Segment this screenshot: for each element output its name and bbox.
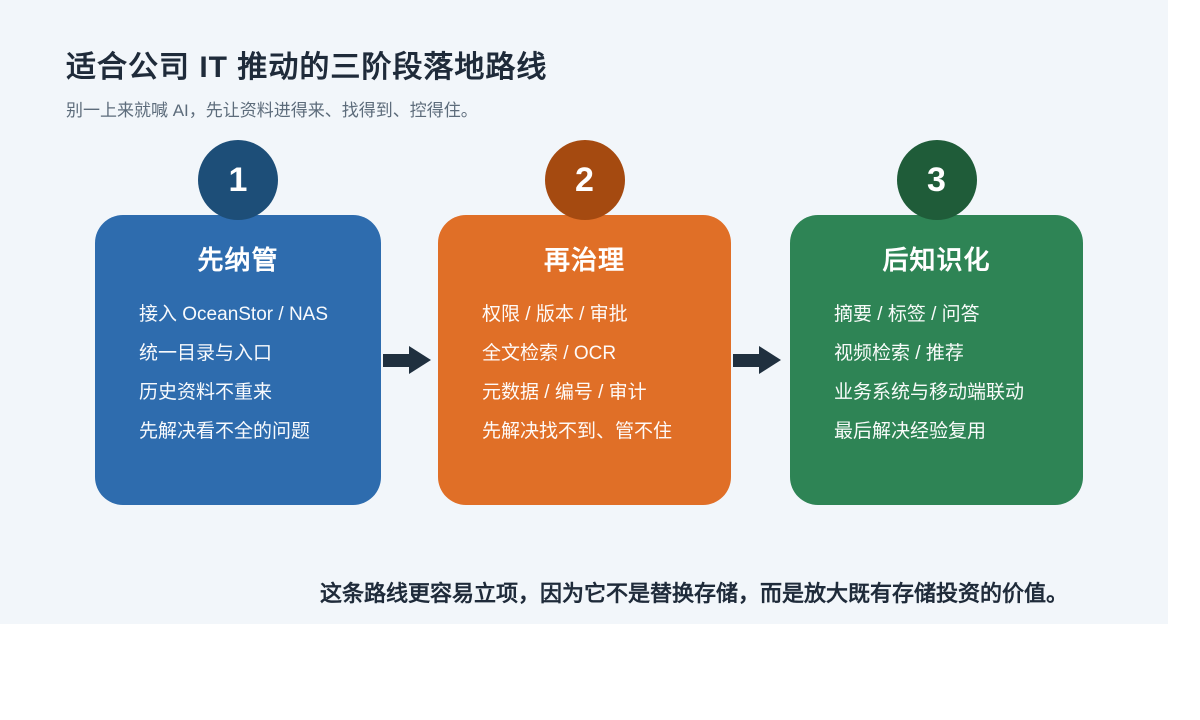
stage-card-body: 先纳管 接入 OceanStor / NAS 统一目录与入口 历史资料不重来 先… [95, 215, 381, 505]
stage-card-body: 后知识化 摘要 / 标签 / 问答 视频检索 / 推荐 业务系统与移动端联动 最… [790, 215, 1083, 505]
stage-item: 接入 OceanStor / NAS [139, 304, 329, 325]
stage-card-3: 3 后知识化 摘要 / 标签 / 问答 视频检索 / 推荐 业务系统与移动端联动… [790, 140, 1083, 505]
stage-title: 后知识化 [882, 245, 991, 275]
stage-title: 再治理 [543, 245, 625, 275]
stage-card-body: 再治理 权限 / 版本 / 审批 全文检索 / OCR 元数据 / 编号 / 审… [438, 215, 731, 505]
arrow-shaft [383, 354, 413, 367]
stage-number-badge: 1 [198, 140, 278, 220]
stage-number-badge: 3 [896, 140, 977, 220]
arrow-right-icon [383, 346, 431, 375]
arrow-head [409, 346, 431, 374]
stage-card-1: 1 先纳管 接入 OceanStor / NAS 统一目录与入口 历史资料不重来… [95, 140, 381, 505]
stage-item: 权限 / 版本 / 审批 [482, 304, 628, 325]
arrow-shaft [733, 354, 763, 367]
stage-number-badge: 2 [544, 140, 625, 220]
page-subtitle: 别一上来就喊 AI，先让资料进得来、找得到、控得住。 [66, 101, 478, 120]
stage-item-list: 摘要 / 标签 / 问答 视频检索 / 推荐 业务系统与移动端联动 最后解决经验… [834, 295, 1075, 451]
stage-item: 业务系统与移动端联动 [834, 382, 1025, 403]
stage-item: 统一目录与入口 [139, 343, 273, 364]
stage-item: 全文检索 / OCR [482, 343, 617, 364]
stage-item: 元数据 / 编号 / 审计 [482, 382, 647, 403]
stage-item-list: 权限 / 版本 / 审批 全文检索 / OCR 元数据 / 编号 / 审计 先解… [482, 295, 723, 451]
stage-item: 历史资料不重来 [139, 382, 273, 403]
arrow-right-icon [733, 346, 781, 375]
stage-item-list: 接入 OceanStor / NAS 统一目录与入口 历史资料不重来 先解决看不… [139, 295, 373, 451]
stage-title: 先纳管 [197, 245, 279, 275]
stage-item: 最后解决经验复用 [834, 421, 987, 442]
stage-item: 先解决看不全的问题 [139, 421, 311, 442]
stage-item: 摘要 / 标签 / 问答 [834, 304, 980, 325]
stage-item: 先解决找不到、管不住 [482, 421, 673, 442]
stage-item: 视频检索 / 推荐 [834, 343, 964, 364]
arrow-head [759, 346, 781, 374]
page-title: 适合公司 IT 推动的三阶段落地路线 [66, 51, 548, 84]
stage-card-2: 2 再治理 权限 / 版本 / 审批 全文检索 / OCR 元数据 / 编号 /… [438, 140, 731, 505]
footnote-text: 这条路线更容易立项，因为它不是替换存储，而是放大既有存储投资的价值。 [320, 581, 1069, 606]
